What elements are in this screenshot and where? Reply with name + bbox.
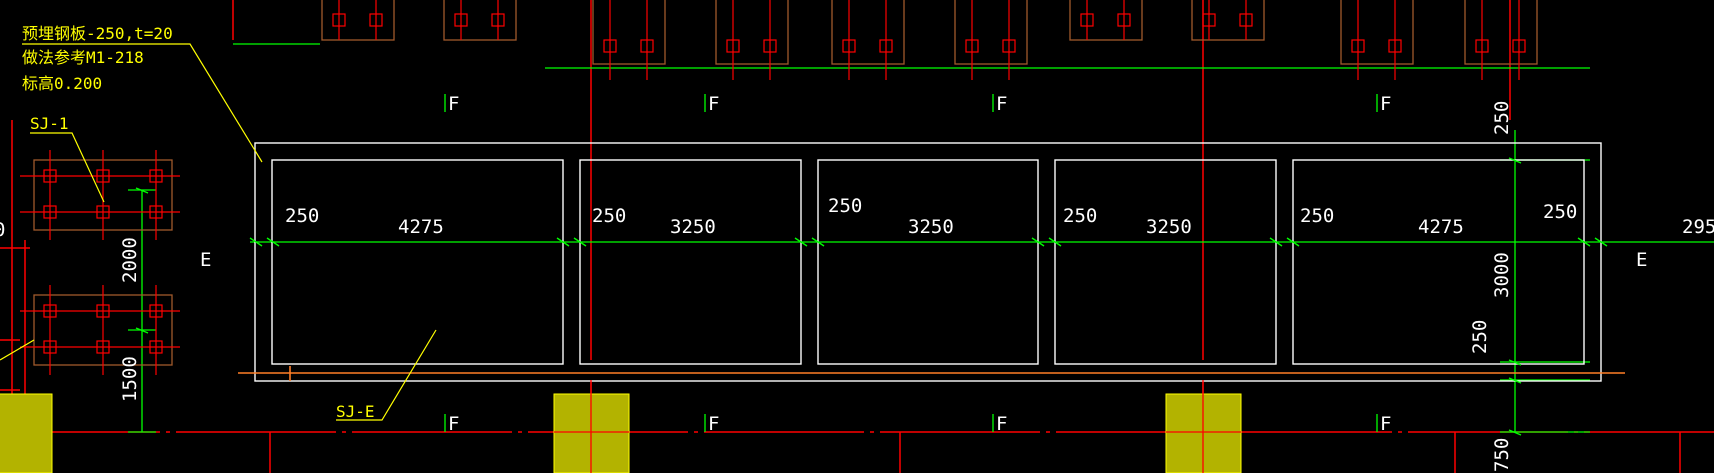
axis-label-e-left: E [200,249,211,271]
column-1 [0,393,53,473]
dim-1500-vertical: 1500 [119,356,141,402]
main-slab [254,142,1602,382]
label-sj-1: SJ-1 [30,114,69,133]
top-pile-markers [332,0,1526,80]
axis-label-e-right: E [1636,249,1647,271]
bay-5 [1292,159,1585,365]
axis-label-f-bottom-4: F [1380,413,1391,435]
axis-label-f-top-3: F [996,93,1007,115]
axis-label-f-bottom-3: F [996,413,1007,435]
axis-label-f-top-4: F [1380,93,1391,115]
dim-2950: 2950 [1682,216,1714,238]
dim-3250-bay3: 3250 [908,216,954,238]
dim-250-right: 250 [1543,201,1577,223]
dim-250-top-vertical: 250 [1491,101,1513,135]
dim-3250-bay4: 3250 [1146,216,1192,238]
dim-250-bay3: 250 [828,195,862,217]
dim-4275-bay1: 4275 [398,216,444,238]
axis-label-f-top-2: F [708,93,719,115]
bay-4 [1054,159,1277,365]
bay-1 [271,159,564,365]
dim-3000-vertical: 3000 [1491,252,1513,298]
slab-outer [254,142,1602,382]
dimension-ticks [135,157,1608,436]
annotation-line-2: 做法参考M1-218 [22,48,144,67]
annotation-line-3: 标高0.200 [22,74,102,93]
left-pile-markers [20,150,180,375]
axis-label-f-top-1: F [448,93,459,115]
annotation-line-1: 预埋钢板-250,t=20 [22,24,173,43]
dim-250-bay5: 250 [1300,205,1334,227]
column-axis-lines [554,380,1241,473]
top-pile-caps [321,0,1538,65]
leader-lines [0,43,437,421]
orange-line [238,366,1625,381]
dim-3250-bay2: 3250 [670,216,716,238]
dim-250-bottom-vertical: 250 [1469,320,1491,354]
dim-250-bay2: 250 [592,205,626,227]
label-sj-e: SJ-E [336,402,375,421]
dim-4275-bay5: 4275 [1418,216,1464,238]
axis-label-f-bottom-2: F [708,413,719,435]
yellow-columns [0,393,1242,473]
axis-label-f-bottom-1: F [448,413,459,435]
dim-2000-vertical: 2000 [119,237,141,283]
dim-250-bay1: 250 [285,205,319,227]
dim-0-left: 0 [0,219,5,241]
dim-250-bay4: 250 [1063,205,1097,227]
bay-2 [579,159,802,365]
dim-750-vertical: 750 [1491,438,1513,472]
bay-3 [817,159,1039,365]
